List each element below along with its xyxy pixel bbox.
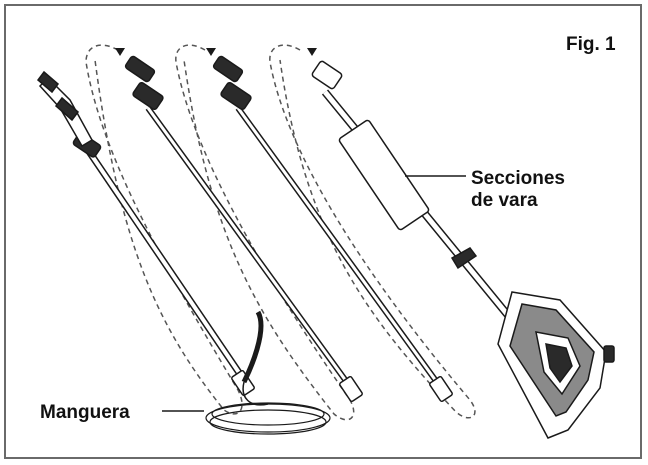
hose — [205, 310, 331, 435]
rod-section-1 — [36, 70, 255, 397]
rod-sections-callout-line1: Secciones — [471, 168, 565, 189]
brush-head — [497, 291, 615, 439]
rod-sections-callout-line2: de vara — [471, 190, 538, 211]
hose-callout: Manguera — [40, 402, 130, 423]
leader-lines — [162, 175, 466, 412]
rod-section-3 — [212, 55, 453, 403]
rod-section-4 — [311, 60, 524, 333]
rod-section-2 — [124, 55, 363, 403]
dashed-guide-1 — [85, 44, 243, 415]
arrow-down-icon — [115, 48, 317, 56]
rod-sections-callout: Secciones de vara — [471, 168, 565, 212]
figure-number-label: Fig. 1 — [566, 34, 616, 55]
